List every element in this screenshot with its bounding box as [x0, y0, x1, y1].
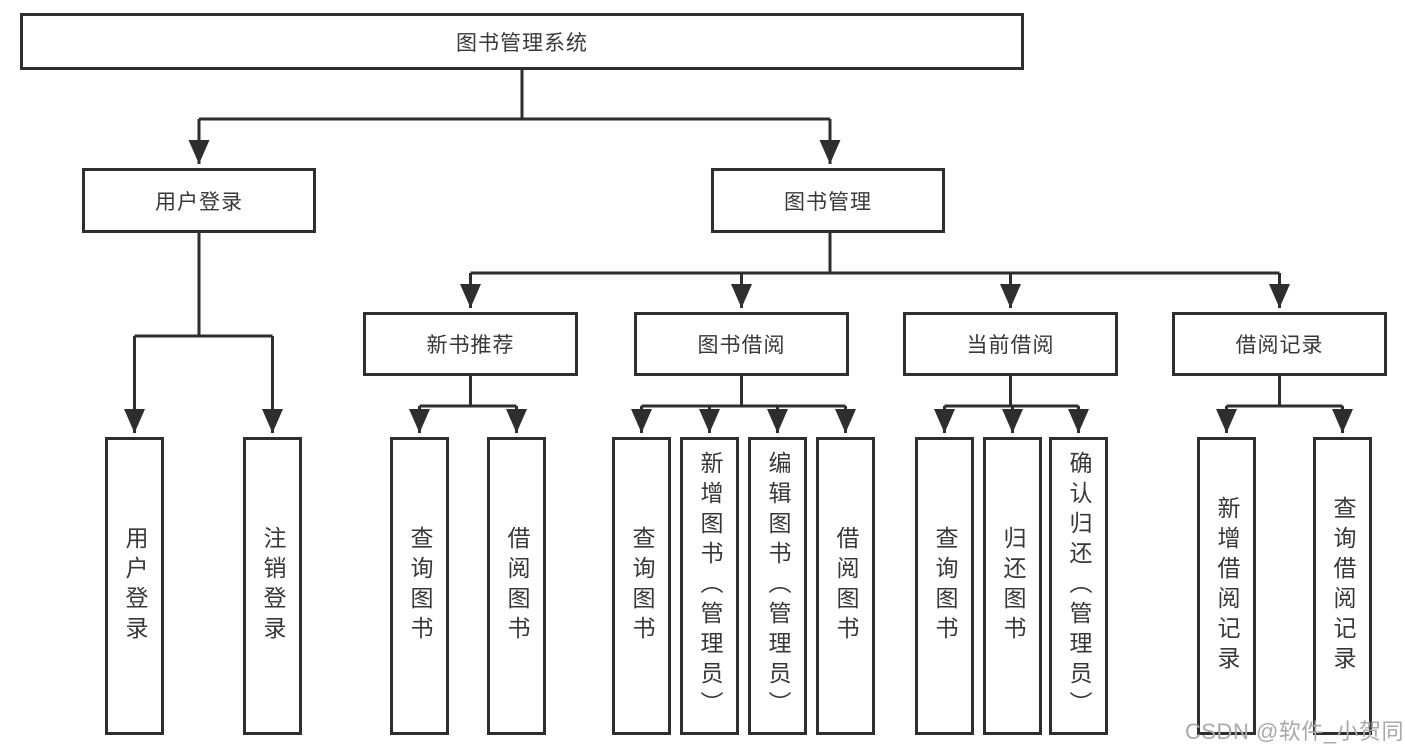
node-user-login-branch: 用户登录: [82, 168, 316, 233]
node-book-borrowing: 图书借阅: [634, 312, 849, 376]
leaf-query-books-newbooks: 查询图书: [390, 437, 449, 735]
leaf-borrow-books-newbooks: 借阅图书: [487, 437, 546, 735]
node-library-management-system: 图书管理系统: [20, 13, 1024, 70]
leaf-query-books-borrowing: 查询图书: [612, 437, 671, 735]
leaf-edit-books-admin: 编辑图书（管理员）: [748, 437, 807, 735]
csdn-watermark: CSDN @软件_小贺同学: [1185, 719, 1405, 744]
leaf-borrow-books-borrowing: 借阅图书: [816, 437, 875, 735]
leaf-query-books-current: 查询图书: [915, 437, 974, 735]
leaf-query-borrow-record: 查询借阅记录: [1313, 437, 1372, 735]
node-current-borrowing: 当前借阅: [903, 312, 1118, 376]
leaf-confirm-return-admin: 确认归还（管理员）: [1049, 437, 1108, 735]
leaf-logout: 注销登录: [243, 437, 302, 735]
leaf-return-books: 归还图书: [983, 437, 1042, 735]
node-borrowing-records: 借阅记录: [1172, 312, 1387, 376]
leaf-user-login: 用户登录: [105, 437, 164, 735]
leaf-add-borrow-record: 新增借阅记录: [1197, 437, 1256, 735]
leaf-add-books-admin: 新增图书（管理员）: [680, 437, 739, 735]
node-book-management-branch: 图书管理: [711, 168, 945, 233]
node-new-book-recommendation: 新书推荐: [363, 312, 578, 376]
